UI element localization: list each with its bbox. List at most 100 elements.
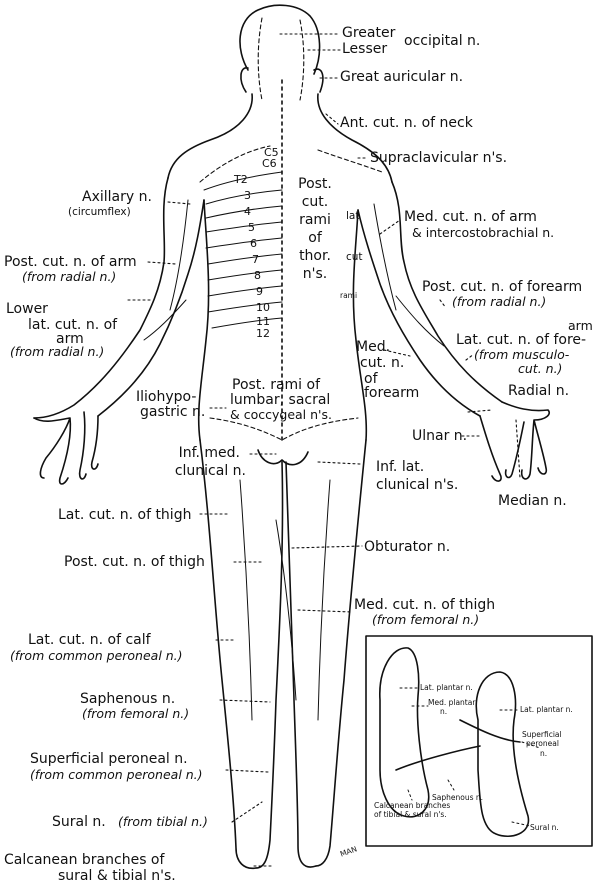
- spinal-level-t9: 9: [256, 286, 263, 297]
- label-circumflex: (circumflex): [68, 207, 131, 218]
- label-lat-cut-forearm-1: Lat. cut. n. of fore-: [456, 333, 586, 347]
- label-saphenous-1: Saphenous n.: [80, 692, 175, 706]
- label-axillary: Axillary n.: [82, 190, 152, 204]
- buttocks: [258, 450, 308, 465]
- left-hand: [34, 412, 98, 484]
- label-cut: cut: [346, 252, 363, 263]
- inset-label-med-plantar-1: Med. plantar: [428, 699, 475, 707]
- label-occipital: occipital n.: [404, 34, 480, 48]
- inset-label-med-plantar-2: n.: [440, 708, 447, 716]
- label-lat-cut-calf-2: (from common peroneal n.): [10, 650, 183, 663]
- label-median: Median n.: [498, 494, 567, 508]
- label-lower-4: (from radial n.): [10, 346, 104, 359]
- label-lower-1: Lower: [6, 302, 48, 316]
- neck-shoulder-left: [168, 94, 252, 178]
- leg-zone-lines: [240, 480, 330, 720]
- label-post-cut-thigh: Post. cut. n. of thigh: [64, 555, 205, 569]
- label-great-auricular: Great auricular n.: [340, 70, 463, 84]
- label-lat-cut-thigh: Lat. cut. n. of thigh: [58, 508, 191, 522]
- left-ear: [241, 68, 248, 92]
- label-lat: lat: [346, 211, 359, 222]
- label-med-cut-forearm-2: cut. n.: [360, 356, 404, 370]
- head-dashed-line: [258, 18, 304, 100]
- inset-label-calcanean-1: Calcanean branches: [374, 802, 450, 810]
- inset-ankle-line: [396, 720, 520, 770]
- label-supraclavicular: Supraclavicular n's.: [370, 151, 507, 165]
- right-leg-inner: [286, 462, 316, 867]
- inset-label-sup-peroneal-1: Superficial: [522, 731, 562, 739]
- spinal-level-t8: 8: [254, 270, 261, 281]
- spinal-level-t5: 5: [248, 222, 255, 233]
- spinal-level-t11: 11: [256, 316, 270, 327]
- label-post-rami-lumbar-3: & coccygeal n's.: [230, 409, 332, 422]
- neck-shoulder-right: [318, 94, 392, 182]
- torso-right-side: [353, 210, 366, 440]
- label-obturator: Obturator n.: [364, 540, 450, 554]
- head-outline: [240, 5, 320, 74]
- inset-label-saphenous: Saphenous n.: [432, 794, 483, 802]
- spinal-level-t10: 10: [256, 302, 270, 313]
- inset-label-lat-plantar-2: Lat. plantar n.: [520, 706, 573, 714]
- left-leg-inner: [256, 462, 283, 868]
- spinal-level-t2: T2: [234, 174, 248, 185]
- spinal-level-t12: 12: [256, 328, 270, 339]
- label-post-cut-rami-1: Post.: [288, 177, 342, 191]
- inset-label-calcanean-2: of tibial & sural n's.: [374, 811, 447, 819]
- label-ulnar: Ulnar n.: [412, 429, 467, 443]
- label-lat-cut-forearm-arm: arm: [568, 320, 593, 333]
- label-lat-cut-forearm-3: cut. n.): [518, 363, 562, 376]
- label-post-cut-rami-5: thor.: [288, 249, 342, 263]
- label-greater: Greater: [342, 26, 395, 40]
- label-sural-1: Sural n.: [52, 815, 106, 829]
- label-post-cut-forearm-2: (from radial n.): [452, 296, 546, 309]
- label-ant-cut-neck: Ant. cut. n. of neck: [340, 116, 473, 130]
- label-post-cut-rami-6: n's.: [288, 267, 342, 281]
- spinal-level-t6: 6: [250, 238, 257, 249]
- label-radial: Radial n.: [508, 384, 569, 398]
- inset-label-sup-peroneal-2: peroneal: [526, 740, 559, 748]
- label-lesser: Lesser: [342, 42, 387, 56]
- label-calcanean-1: Calcanean branches of: [4, 853, 164, 867]
- label-rami-small: rami: [340, 292, 357, 300]
- label-post-cut-rami-4: of: [288, 231, 342, 245]
- spinal-level-t4: 4: [244, 206, 251, 217]
- label-lower-2: lat. cut. n. of: [28, 318, 117, 332]
- label-inf-lat-1: Inf. lat.: [376, 460, 424, 474]
- label-post-cut-rami-2: cut.: [288, 195, 342, 209]
- label-inf-lat-2: clunical n's.: [376, 478, 458, 492]
- label-saphenous-2: (from femoral n.): [82, 708, 189, 721]
- label-lat-cut-calf-1: Lat. cut. n. of calf: [28, 633, 151, 647]
- spinal-level-t7: 7: [252, 254, 259, 265]
- label-inf-med-1: Inf. med.: [110, 446, 240, 460]
- inset-label-lat-plantar-1: Lat. plantar n.: [420, 684, 473, 692]
- label-lat-cut-forearm-2: (from musculo-: [474, 349, 569, 362]
- thoracic-segments: [204, 172, 282, 328]
- label-med-cut-forearm-4: forearm: [364, 386, 419, 400]
- label-med-cut-thigh-2: (from femoral n.): [372, 614, 479, 627]
- label-inf-med-2: clunical n.: [110, 464, 246, 478]
- label-iliohypo-2: gastric n.: [140, 405, 205, 419]
- label-calcanean-2: sural & tibial n's.: [58, 869, 176, 883]
- spinal-level-c6: C6: [262, 158, 277, 169]
- label-med-cut-arm-1: Med. cut. n. of arm: [404, 210, 537, 224]
- label-post-rami-lumbar-1: Post. rami of: [232, 378, 320, 392]
- label-sup-peroneal-2: (from common peroneal n.): [30, 769, 203, 782]
- left-arm-zone-line: [144, 200, 188, 340]
- label-med-cut-thigh-1: Med. cut. n. of thigh: [354, 598, 495, 612]
- inset-label-sural: Sural n.: [530, 824, 559, 832]
- label-post-cut-rami-3: rami: [288, 213, 342, 227]
- label-sup-peroneal-1: Superficial peroneal n.: [30, 752, 188, 766]
- left-leg-outer: [200, 440, 256, 868]
- label-med-cut-forearm-1: Med.: [356, 340, 390, 354]
- inset-label-sup-peroneal-3: n.: [540, 750, 547, 758]
- label-post-rami-lumbar-2: lumbar, sacral: [230, 393, 330, 407]
- inset-foot-right: [476, 672, 528, 836]
- label-post-cut-forearm-1: Post. cut. n. of forearm: [422, 280, 582, 294]
- label-post-cut-arm-1: Post. cut. n. of arm: [4, 255, 137, 269]
- label-post-cut-arm-2: (from radial n.): [22, 271, 116, 284]
- spinal-level-t3: 3: [244, 190, 251, 201]
- right-leg-outer: [316, 440, 366, 866]
- label-iliohypo-1: Iliohypo-: [136, 390, 196, 404]
- label-sural-2: (from tibial n.): [118, 816, 208, 829]
- inset-foot-left: [380, 648, 429, 817]
